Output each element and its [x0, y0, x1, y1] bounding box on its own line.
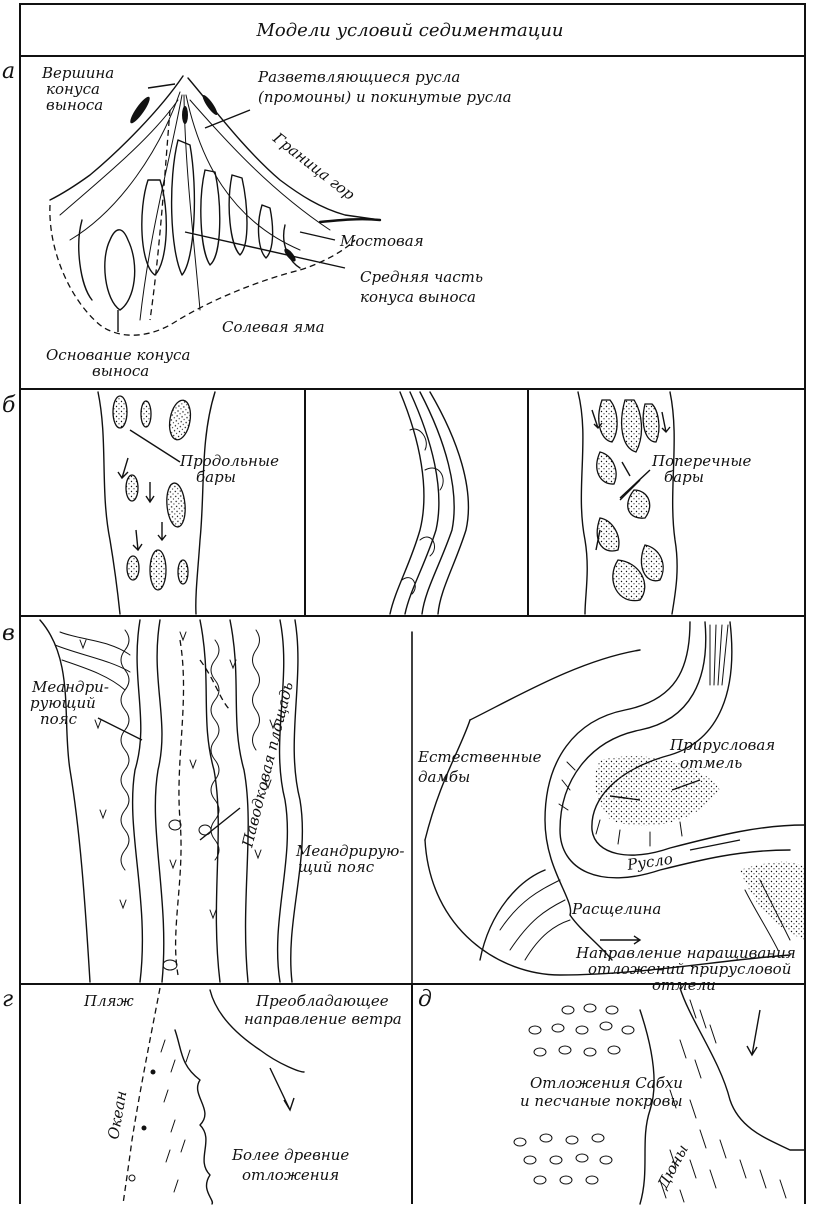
label-crevasse: Расщелина: [571, 900, 661, 918]
label-meander-belt-right: Меандрирую- щий пояс: [295, 842, 409, 876]
panel-letter-v: в: [2, 621, 15, 646]
label-channel: Русло: [625, 850, 674, 874]
panel-a-pointers: [118, 84, 345, 332]
label-longitudinal-bars: Продольные бары: [179, 452, 284, 486]
figure-title: Модели условий седиментации: [255, 20, 563, 41]
anastomosing-channel-sketch: [390, 392, 468, 614]
panel-letter-d: д: [418, 987, 432, 1012]
label-older-deposits: Более древние отложения: [231, 1146, 354, 1184]
label-accretion-direction: Направление наращивания отложений прирус…: [575, 944, 801, 994]
figure-frames: [20, 4, 805, 1204]
panel-letter-g: г: [2, 987, 13, 1012]
label-pavement: Мостовая: [339, 232, 424, 250]
label-salt-pan: Солевая яма: [222, 318, 325, 336]
label-beach: Пляж: [83, 992, 134, 1010]
label-point-bar: Прирусловая отмель: [669, 736, 780, 772]
point-bar-sketch: [425, 622, 805, 975]
alluvial-fan-sketch: [50, 76, 380, 335]
label-floodplain: Паводковая площадь: [238, 680, 297, 850]
label-natural-levees: Естественные дамбы: [417, 748, 546, 786]
label-ocean: Океан: [104, 1089, 130, 1140]
transverse-bars-sketch: [578, 392, 677, 614]
label-fan-base: Основание конуса выноса: [46, 346, 195, 380]
longitudinal-bars-sketch: [98, 392, 215, 614]
label-sabkha-deposits: Отложения Сабхи и песчаные покровы: [520, 1074, 688, 1110]
panel-letter-b: б: [2, 393, 16, 418]
panel-letter-a: а: [2, 59, 15, 84]
label-mountain-border: Граница гор: [269, 128, 359, 204]
label-dunes: Дюны: [653, 1141, 692, 1192]
label-wind-direction: Преобладающее направление ветра: [244, 992, 402, 1028]
label-fan-apex: Вершина конуса выноса: [41, 64, 119, 114]
label-mid-fan: Средняя часть конуса выноса: [360, 268, 488, 306]
label-transverse-bars: Поперечные бары: [651, 452, 756, 486]
label-braided-channels: Разветвляющиеся русла (промоины) и покин…: [257, 68, 512, 106]
